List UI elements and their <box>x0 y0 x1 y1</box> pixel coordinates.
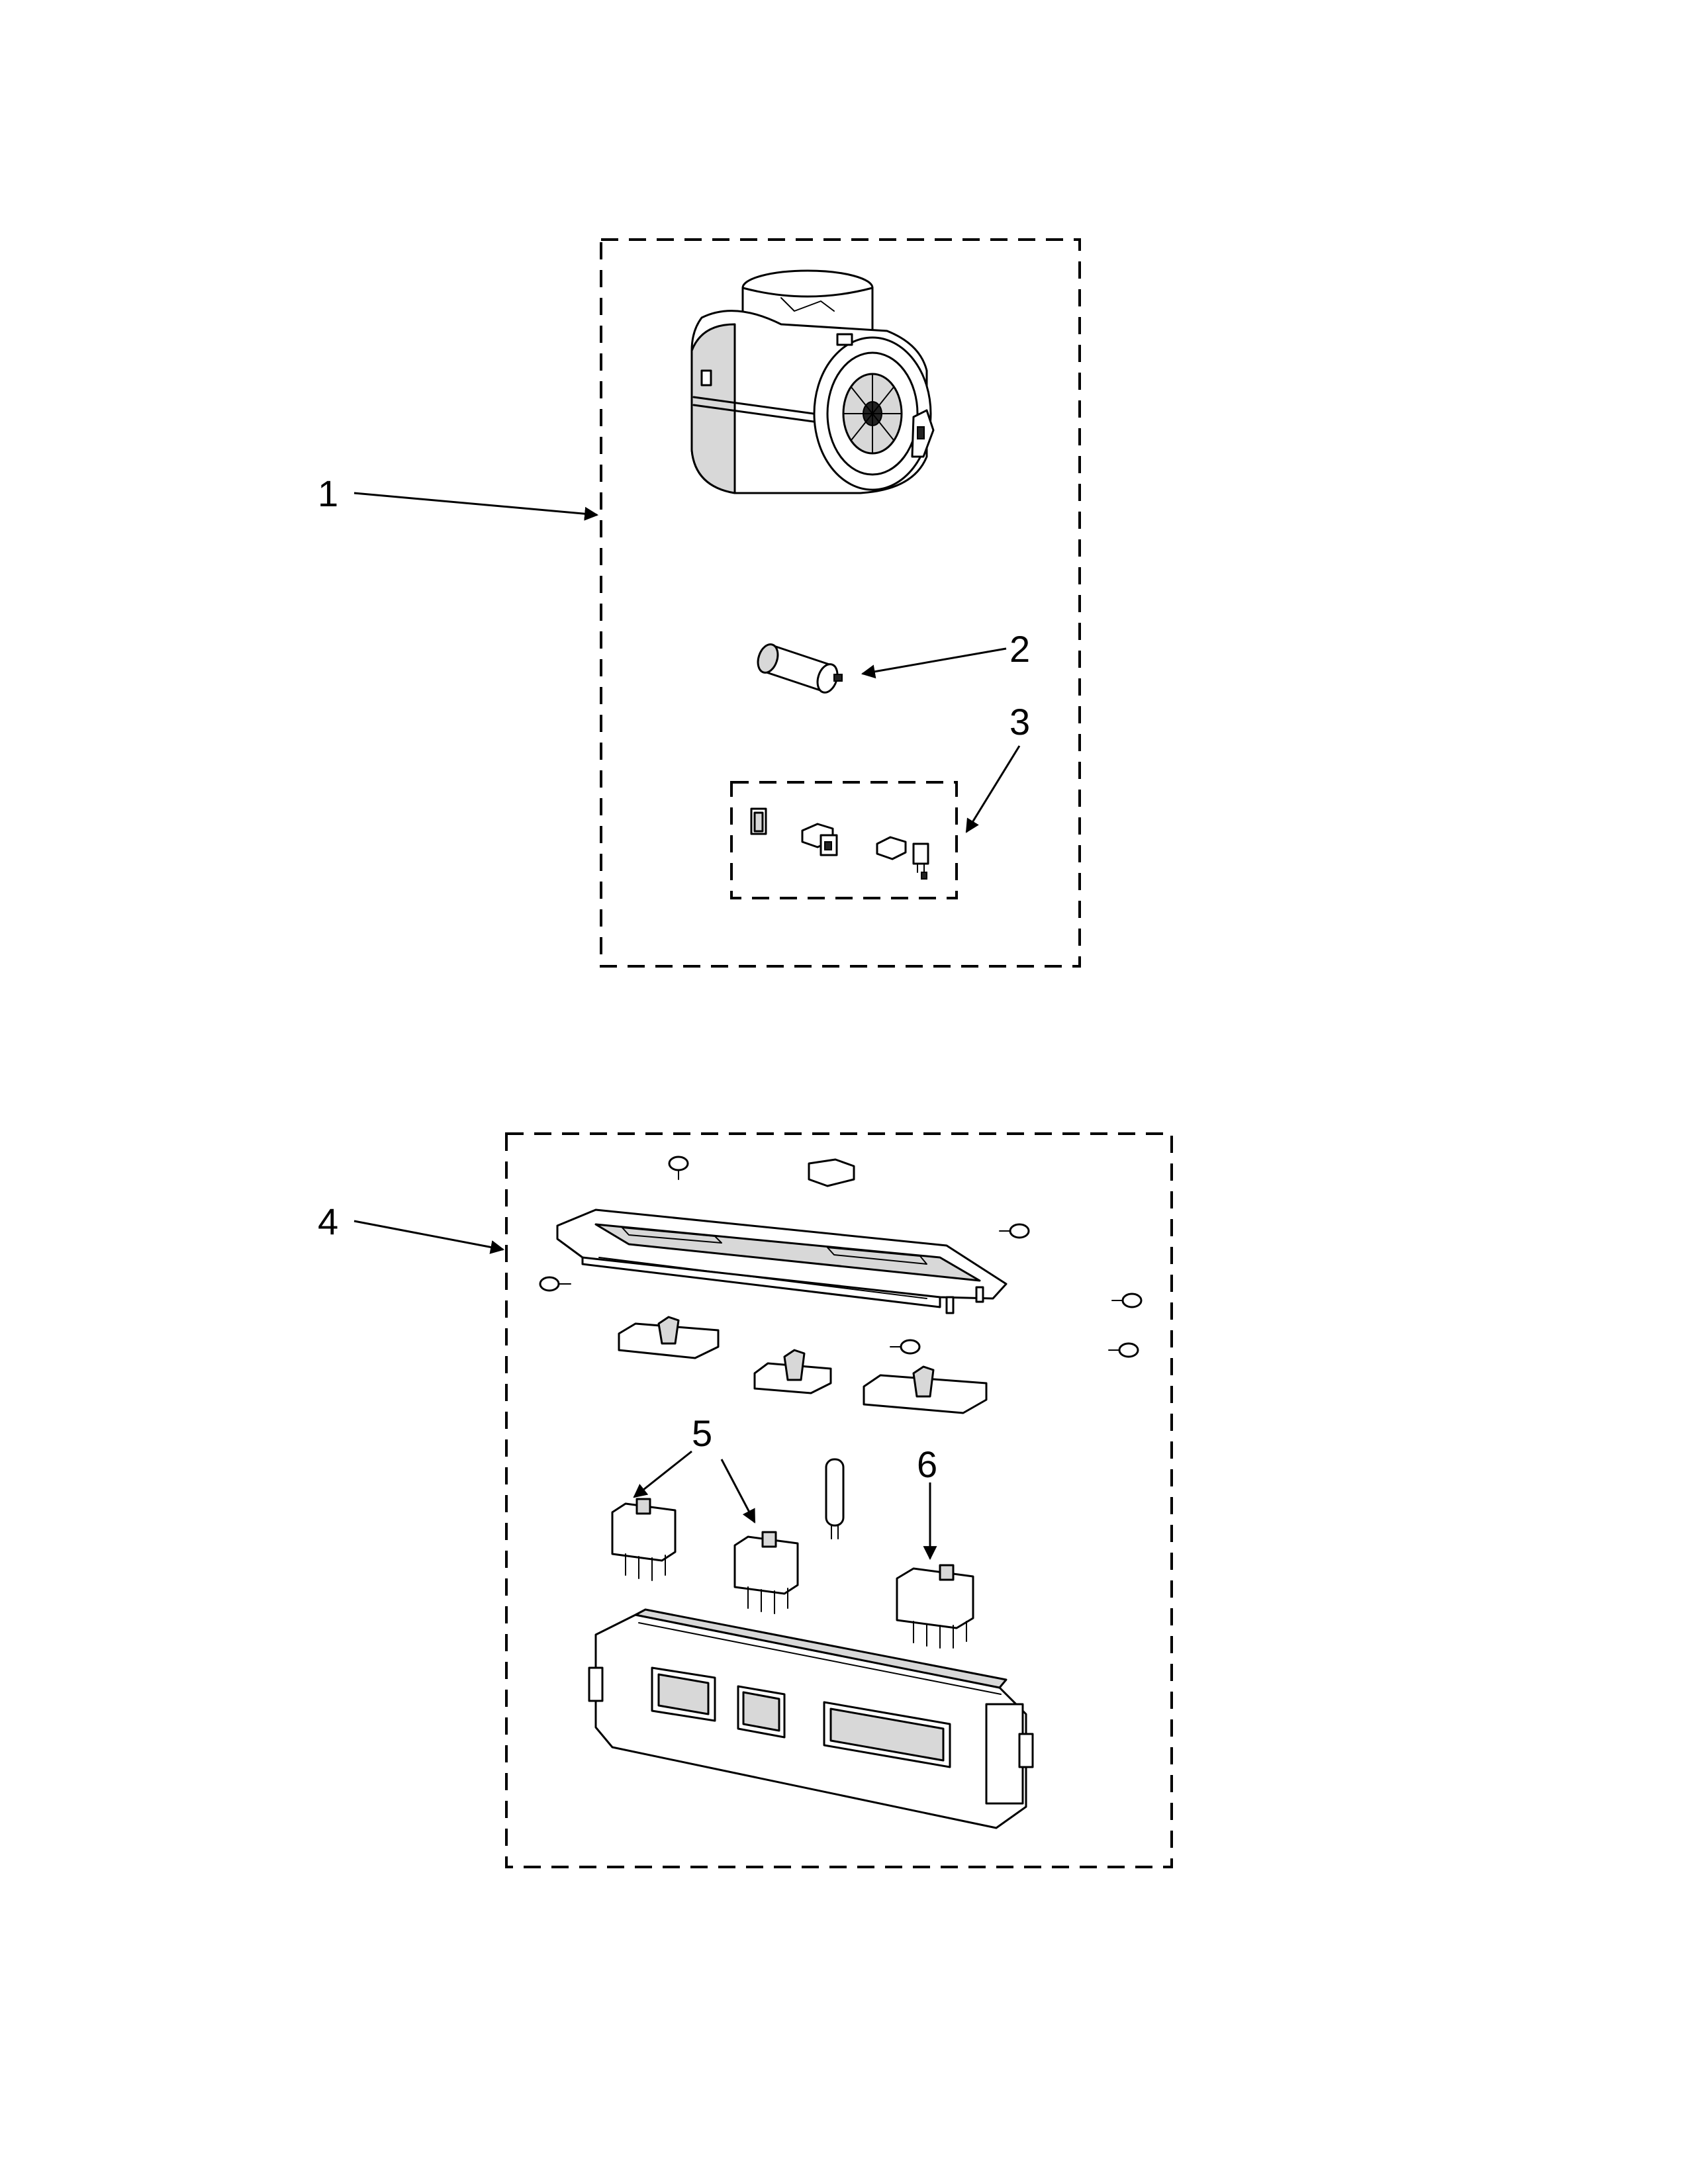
callout-6: 6 <box>917 1443 937 1485</box>
blower-kit-boundary <box>600 238 1081 968</box>
callout-1: 1 <box>318 473 338 514</box>
control-panel-assembly-icon <box>539 1156 1143 1829</box>
leader-1 <box>353 492 599 521</box>
blower-assembly-icon <box>690 269 935 494</box>
connector-kit-icon <box>750 807 929 880</box>
callout-3: 3 <box>1009 701 1030 743</box>
leader-5b <box>720 1459 756 1524</box>
callout-5: 5 <box>692 1412 712 1454</box>
capacitor-icon <box>757 643 843 694</box>
leader-3 <box>965 745 1021 833</box>
leader-4 <box>353 1220 505 1254</box>
screw-icon <box>539 1276 571 1292</box>
callout-2: 2 <box>1009 628 1030 670</box>
button-cap-icon <box>618 1316 720 1359</box>
light-pipe-icon <box>825 1458 845 1539</box>
callout-4: 4 <box>318 1201 338 1242</box>
control-assembly-boundary <box>505 1132 1173 1868</box>
connector-kit-boundary <box>730 781 958 899</box>
button-cap-icon <box>753 1349 832 1394</box>
screw-icon <box>1108 1342 1139 1358</box>
button-cap-icon <box>863 1365 988 1414</box>
slide-switch-icon <box>896 1564 974 1649</box>
leader-5a <box>633 1450 692 1498</box>
lens-cap-icon <box>808 1158 855 1187</box>
screw-icon <box>890 1339 921 1355</box>
slide-switch-icon <box>611 1498 677 1581</box>
screw-icon <box>668 1156 689 1180</box>
screw-icon <box>1111 1293 1143 1308</box>
leader-2 <box>861 647 1007 679</box>
slide-switch-icon <box>733 1531 799 1614</box>
screw-icon <box>999 1223 1030 1239</box>
